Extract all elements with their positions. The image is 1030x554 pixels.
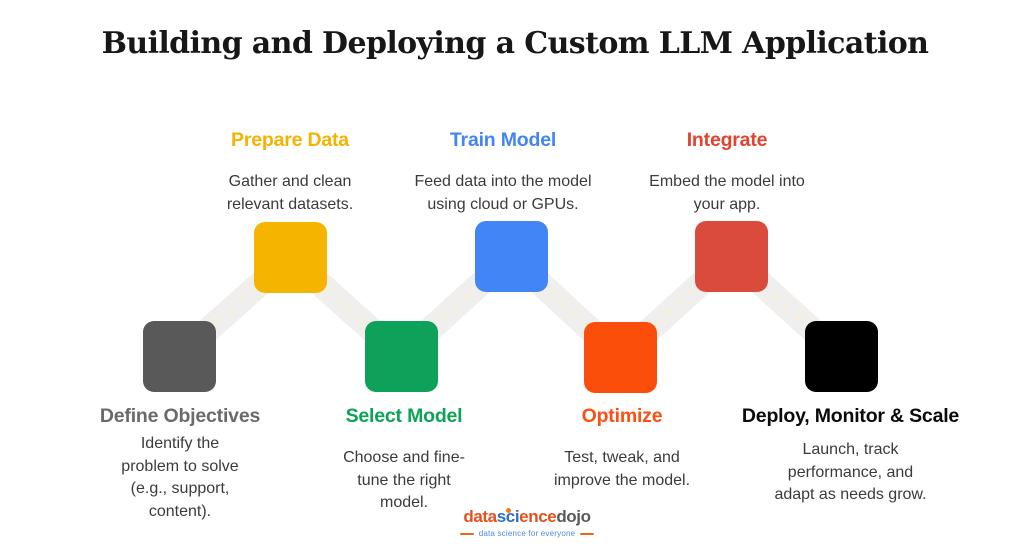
datasciencedojo-logo: datasciencedojo data science for everyon… <box>439 507 615 538</box>
step-heading: Integrate <box>686 129 768 151</box>
step-square-prepare-data <box>254 222 327 293</box>
step-heading: Select Model <box>345 405 463 427</box>
step-heading: Prepare Data <box>231 129 349 151</box>
step-description: Embed the model into your app. <box>649 173 805 213</box>
step-square-define-objectives <box>143 321 216 392</box>
logo-tagline: data science for everyone <box>478 529 576 538</box>
step-text-train-model: Train Model Feed data into the model usi… <box>390 127 616 216</box>
step-description: Feed data into the model using cloud or … <box>414 173 592 213</box>
step-square-optimize <box>584 322 657 393</box>
step-text-select-model: Select Model Choose and fine- tune the r… <box>314 403 494 515</box>
step-heading: Define Objectives <box>99 405 261 427</box>
step-description: Choose and fine- tune the right model. <box>343 449 465 511</box>
step-text-integrate: Integrate Embed the model into your app. <box>617 127 837 216</box>
step-square-deploy-monitor-scale <box>805 321 878 392</box>
step-heading: Optimize <box>581 405 663 427</box>
page-title: Building and Deploying a Custom LLM Appl… <box>101 26 929 61</box>
step-description: Test, tweak, and improve the model. <box>553 449 691 489</box>
step-square-integrate <box>695 221 768 292</box>
step-heading: Train Model <box>449 129 557 151</box>
logo-segment-data: data <box>463 507 497 526</box>
step-description: Launch, track performance, and adapt as … <box>774 441 927 503</box>
step-square-select-model <box>365 321 438 392</box>
logo-segment-sci: sci <box>496 507 520 526</box>
logo-segment-dojo: dojo <box>556 507 591 526</box>
step-text-prepare-data: Prepare Data Gather and clean relevant d… <box>186 127 394 216</box>
step-text-deploy-monitor-scale: Deploy, Monitor & Scale Launch, track pe… <box>728 403 973 507</box>
logo-tagline-row: data science for everyone <box>439 529 615 538</box>
step-square-train-model <box>475 221 548 292</box>
tagline-right-dash-icon <box>580 532 595 535</box>
step-heading: Deploy, Monitor & Scale <box>741 405 960 427</box>
logo-wordmark: datasciencedojo <box>439 507 615 527</box>
logo-i-dot-icon <box>506 508 511 513</box>
tagline-left-dash-icon <box>459 532 474 535</box>
logo-segment-ence: ence <box>519 507 557 526</box>
step-description: Identify the problem to solve (e.g., sup… <box>121 435 239 520</box>
step-text-define-objectives: Define Objectives Identify the problem t… <box>70 403 290 523</box>
step-text-optimize: Optimize Test, tweak, and improve the mo… <box>512 403 732 492</box>
step-description: Gather and clean relevant datasets. <box>226 173 354 213</box>
